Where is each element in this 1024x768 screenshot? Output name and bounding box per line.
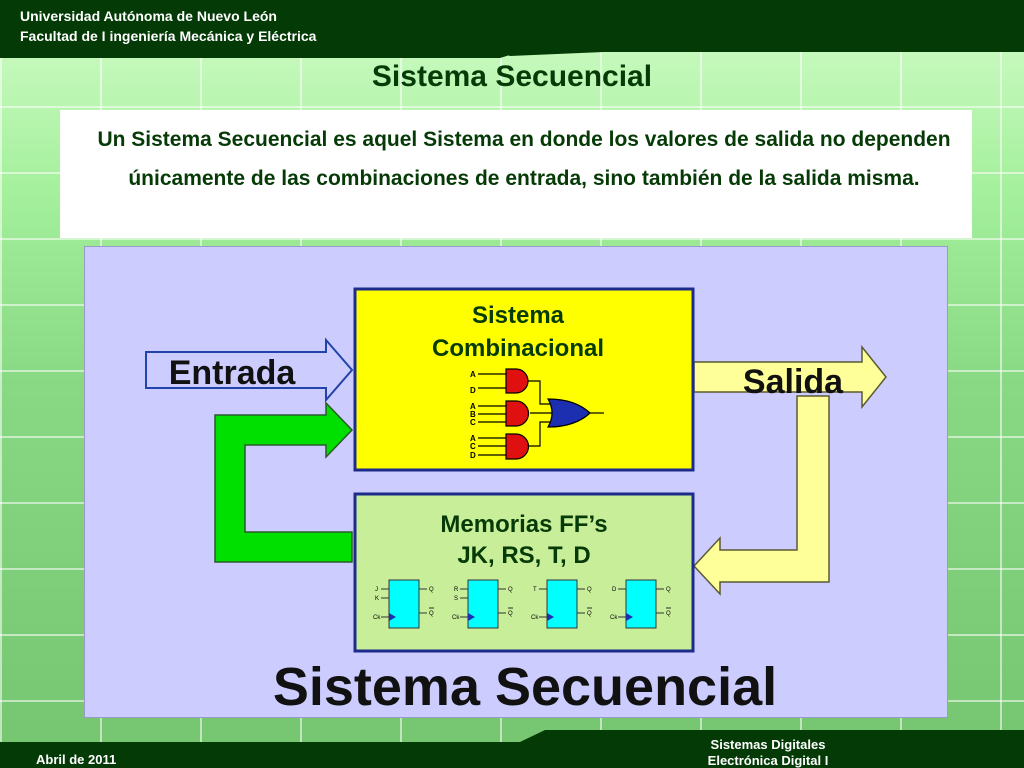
flipflop-input-label: R	[454, 587, 459, 593]
or-gate	[546, 398, 591, 428]
flipflop: RS Ck Q Q	[452, 579, 513, 629]
slide-title: Sistema Secuencial	[371, 60, 653, 93]
flipflop-output-label: Q	[429, 611, 434, 617]
flipflop-output-label: Q	[508, 587, 513, 593]
university-name: Universidad Autónoma de Nuevo León	[20, 8, 277, 24]
footer-course-line2: Electrónica Digital I	[707, 753, 829, 768]
flipflop-input-label: T	[533, 587, 537, 593]
feedback-arrow	[214, 401, 354, 563]
and-gate-3	[505, 433, 530, 460]
header-shape	[0, 30, 1024, 58]
input-arrow	[145, 337, 354, 403]
output-label: Salida	[743, 363, 844, 401]
combinational-title-line2: Combinacional	[432, 335, 604, 362]
gate-input-label: A	[470, 402, 476, 411]
flipflop-output-label: Q	[666, 611, 671, 617]
flipflop-output-label: Q	[666, 587, 671, 593]
logic-gates	[478, 368, 604, 460]
and-gate-2	[505, 400, 530, 427]
faculty-name: Facultad de I ingeniería Mecánica y Eléc…	[20, 28, 317, 44]
flipflop-input-label: D	[612, 587, 617, 593]
flipflop: JK Ck Q Q	[373, 579, 434, 629]
flipflop-input-label: S	[454, 596, 458, 602]
gate-input-label: B	[470, 410, 476, 419]
description-box	[60, 110, 972, 238]
memory-title-line2: JK, RS, T, D	[457, 542, 590, 569]
diagram-caption: Sistema Secuencial	[273, 657, 777, 717]
flipflop-output-label: Q	[587, 587, 592, 593]
input-label: Entrada	[169, 354, 297, 392]
flipflop-clock-label: Ck	[452, 615, 460, 621]
flipflop-box	[546, 579, 578, 629]
flipflop-input-label: J	[375, 587, 378, 593]
header-bar	[0, 0, 1024, 52]
flipflop: T Ck Q Q	[531, 579, 592, 629]
footer-date: Abril de 2011	[36, 752, 117, 767]
footer-course-line1: Sistemas Digitales	[710, 737, 826, 752]
gate-input-label: A	[470, 434, 476, 443]
gate-input-label: C	[470, 418, 476, 427]
flipflop-output-label: Q	[429, 587, 434, 593]
flipflop-box	[467, 579, 499, 629]
flipflop: D Ck Q Q	[610, 579, 671, 629]
footer-shape	[0, 730, 1024, 768]
and-gate-1	[505, 368, 529, 394]
flipflop-clock-label: Ck	[610, 615, 618, 621]
flipflop-box	[388, 579, 420, 629]
memory-title-line1: Memorias FF’s	[440, 511, 607, 538]
flipflop-row: JK Ck Q Q RS Ck Q Q T Ck Q Q D Ck Q Q	[373, 579, 671, 629]
output-arrow	[693, 344, 887, 410]
gate-input-label: A	[470, 370, 476, 379]
description-text: Un Sistema Secuencial es aquel Sistema e…	[97, 128, 951, 190]
flipflop-box	[625, 579, 657, 629]
gate-input-label: D	[470, 386, 476, 395]
flipflop-clock-label: Ck	[373, 615, 381, 621]
flipflop-clock-label: Ck	[531, 615, 539, 621]
combinational-title-line1: Sistema	[472, 302, 565, 329]
gate-input-label: C	[470, 442, 476, 451]
return-arrow	[692, 395, 830, 596]
flipflop-output-label: Q	[587, 611, 592, 617]
flipflop-output-label: Q	[508, 611, 513, 617]
flipflop-input-label: K	[375, 596, 379, 602]
gate-input-label: D	[470, 451, 476, 460]
